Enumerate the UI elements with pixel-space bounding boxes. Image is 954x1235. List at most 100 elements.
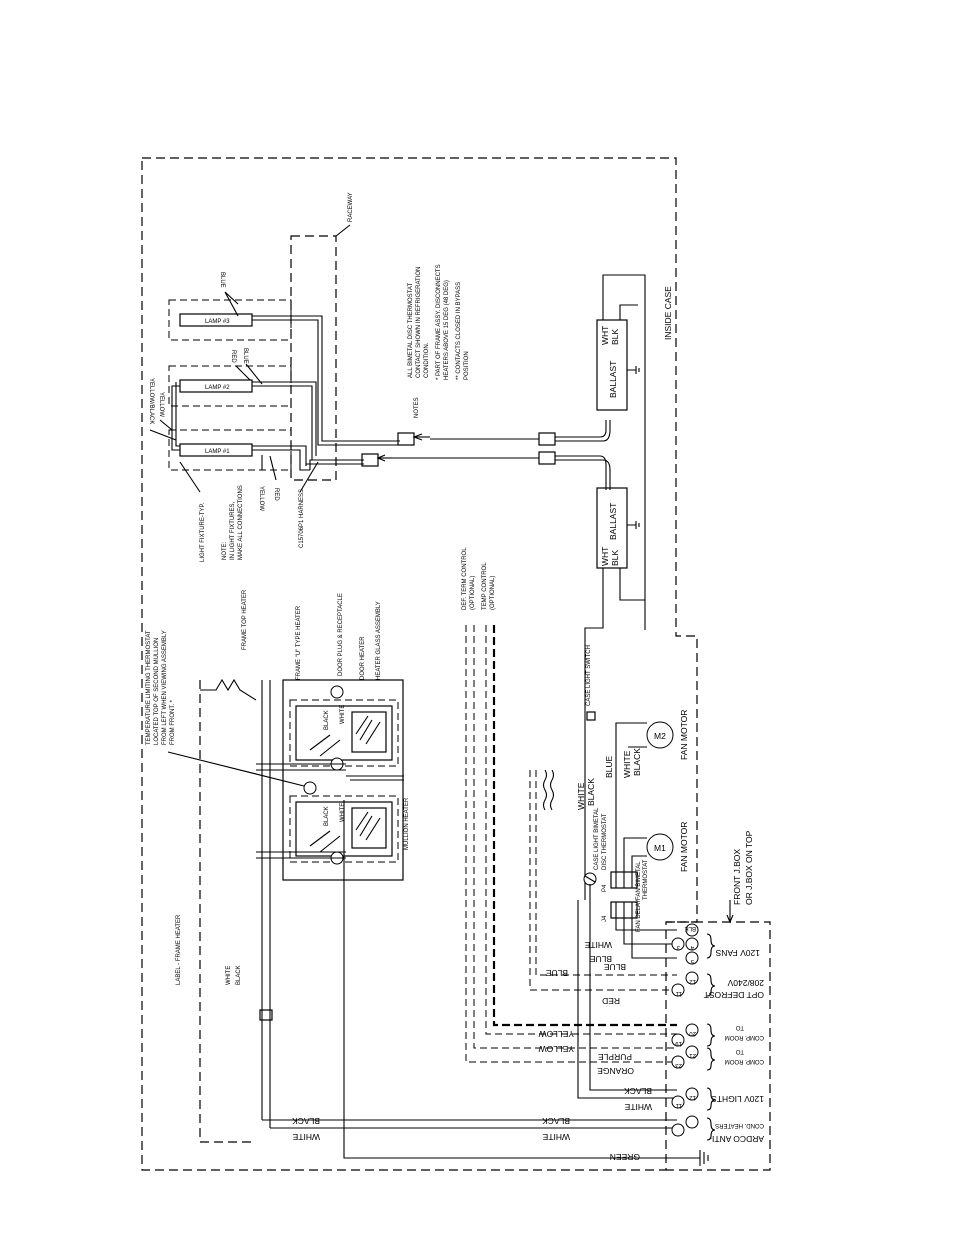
brace-defrost (706, 973, 716, 997)
blue-label-defrost: BLUE (545, 968, 568, 978)
blue-label-lamp2: BLUE (242, 348, 248, 364)
frame-heater-connector (259, 1009, 273, 1021)
terminal-anti-1 (685, 1115, 699, 1129)
j-opt-defrost-label-2: 208/240V (727, 978, 764, 988)
yellow-label-comp: YELLOW (539, 1029, 574, 1039)
red-label-lamp2: RED (230, 350, 236, 363)
terminal-4-label: 4 (690, 944, 694, 950)
light-fixture-1 (168, 429, 292, 471)
yellow-label-comp2: YELLOW (539, 1044, 574, 1054)
raceway: RACEWAY C15706P1 HARNESS (290, 192, 354, 548)
heater-glass-lower (351, 807, 387, 849)
wire-break-symbol (542, 769, 555, 811)
connector-upper-left (397, 432, 415, 446)
notes-line-2: CONTACT SHOWN IN REFRIGERATION (416, 267, 422, 378)
field-wiring: BLUE BLUE WHITE BLUE RED YELLOW YELLOW P… (262, 770, 709, 1166)
black-label-anti-2: BLACK (292, 1116, 320, 1126)
white-label-anti-2: WHITE (292, 1132, 320, 1142)
black-label-switch: BLACK (586, 778, 596, 806)
lamp-3-label: LAMP #3 (205, 319, 230, 325)
terminal-blk (685, 923, 699, 937)
j-comp-room-a-1: TO (735, 1024, 744, 1030)
ballast-upper: BALLAST WHT BLK (596, 274, 646, 630)
heater-labels: TEMPERATURE LIMITING THERMOSTAT LOCATED … (146, 589, 410, 1143)
terminal-5 (685, 951, 699, 965)
case-light-circuit: CASE LIGHT SWITCH CASE LIGHT BIMETAL DIS… (542, 645, 689, 959)
case-light-switch (586, 711, 596, 721)
terminal-12-defrost (685, 971, 699, 985)
light-fixture-3 (168, 299, 292, 341)
terminal-11-lights-label: 11 (675, 1102, 682, 1108)
ballast-lower-blk: BLK (610, 550, 620, 566)
terminal-21 (685, 1045, 699, 1059)
blue-label-j2: BLUE (603, 962, 626, 972)
temp-control-label-1: TEMP CONTROL (482, 562, 488, 610)
terminal-19-label: 19 (675, 1040, 682, 1046)
fan-delay-label: FAN DELAY (636, 899, 642, 932)
door-heater-lower (289, 795, 399, 863)
ballast-upper-blk: BLK (610, 329, 620, 345)
general-notes: NOTES ALL BIMETAL DISC THERMOSTAT CONTAC… (408, 264, 470, 418)
fan-motor-m1-label: FAN MOTOR (679, 822, 689, 872)
j-anti-label-1: ARDCO ANTI- (709, 1134, 764, 1144)
temp-limit-label-3: FROM LEFT WHEN VIEWING ASSEMBLY (162, 630, 168, 745)
blue-label-fans: BLUE (604, 755, 614, 778)
fixture-notes: LIGHT FIXTURE-TYP. NOTE: IN LIGHT FIXTUR… (179, 461, 244, 562)
terminal-block: BLK 4 3 5 12 11 20 19 21 23 12 11 120V F… (671, 923, 764, 1144)
terminal-23-label: 23 (675, 1062, 682, 1068)
red-label-defrost: RED (602, 996, 620, 1006)
ballast-lower-wht: WHT (600, 547, 610, 566)
front-jbox-label-1: FRONT J.BOX (732, 849, 742, 905)
terminal-11-lights (671, 1095, 685, 1109)
yellow-black-label: YELLOW/BLACK (148, 378, 154, 424)
terminal-19 (671, 1033, 685, 1047)
door-frame-heaters: BLACK WHITE BLACK WHITE (200, 678, 404, 1128)
notes-line-3: CONDITION. (424, 342, 430, 378)
note-line-3: MAKE ALL CONNECTIONS (238, 485, 244, 560)
door-heater-upper (289, 699, 399, 767)
yellow-label: YELLOW (158, 392, 164, 417)
j-comp-room-b-1: TO (735, 1048, 744, 1054)
door-plug-label: DOOR PLUG & RECEPTACLE (338, 593, 344, 676)
notes-line-5: HEATERS ABOVE 15 DEG (48 DEG) (444, 280, 450, 380)
terminal-11-defrost-label: 11 (675, 990, 682, 996)
front-junction-box: FRONT J.BOX OR J.BOX ON TOP (666, 830, 771, 1171)
fan-motor-m2 (646, 721, 674, 749)
harness-label: C15706P1 HARNESS (299, 489, 305, 548)
terminal-20 (685, 1023, 699, 1037)
note-line-1: NOTE: (222, 541, 228, 560)
brace-comp-b (706, 1047, 716, 1071)
heater-glass-upper (351, 711, 387, 753)
terminal-5-label: 5 (690, 958, 694, 964)
j-120v-lights-label: 120V LIGHTS (711, 1094, 764, 1104)
terminal-anti-2 (671, 1123, 685, 1137)
white-label-door-upper: WHITE (340, 705, 346, 724)
inside-case-label: INSIDE CASE (663, 286, 673, 340)
black-label-door-lower: BLACK (324, 806, 330, 826)
fan-motor-m2-label: FAN MOTOR (679, 710, 689, 760)
optional-controls: DEF. TERM CONTROL (OPTIONAL) TEMP CONTRO… (462, 547, 677, 1063)
fan-motor-m1 (646, 833, 674, 861)
temp-limit-thermostat (303, 781, 317, 795)
lamp-1-label: LAMP #1 (205, 449, 230, 455)
terminal-12-lights-label: 12 (689, 1094, 696, 1100)
white-label-door-lower: WHITE (340, 803, 346, 822)
temp-limit-label-1: TEMPERATURE LIMITING THERMOSTAT (146, 630, 152, 745)
front-jbox-label-2: OR J.BOX ON TOP (744, 830, 754, 905)
white-label-j: WHITE (584, 940, 612, 950)
notes-line-4: * PART OF FRAME ASSY. DISCONNECTS (436, 264, 442, 380)
m1-label: M1 (654, 843, 666, 853)
j-comp-room-a-2: COMP. ROOM (725, 1034, 764, 1040)
green-label: GREEN (610, 1152, 640, 1162)
connector-lower-left (361, 453, 379, 467)
raceway-label: RACEWAY (348, 192, 354, 222)
terminal-12-defrost-label: 12 (689, 978, 696, 984)
terminal-3-label: 3 (676, 944, 680, 950)
ballast-lower-label: BALLAST (608, 503, 618, 540)
temp-control-label-2: (OPTIONAL) (490, 576, 496, 610)
terminal-4 (685, 937, 699, 951)
door-heater-label: DOOR HEATER (360, 636, 366, 680)
lamp-harness-wiring (305, 420, 611, 490)
door-glass-upper (295, 705, 393, 761)
